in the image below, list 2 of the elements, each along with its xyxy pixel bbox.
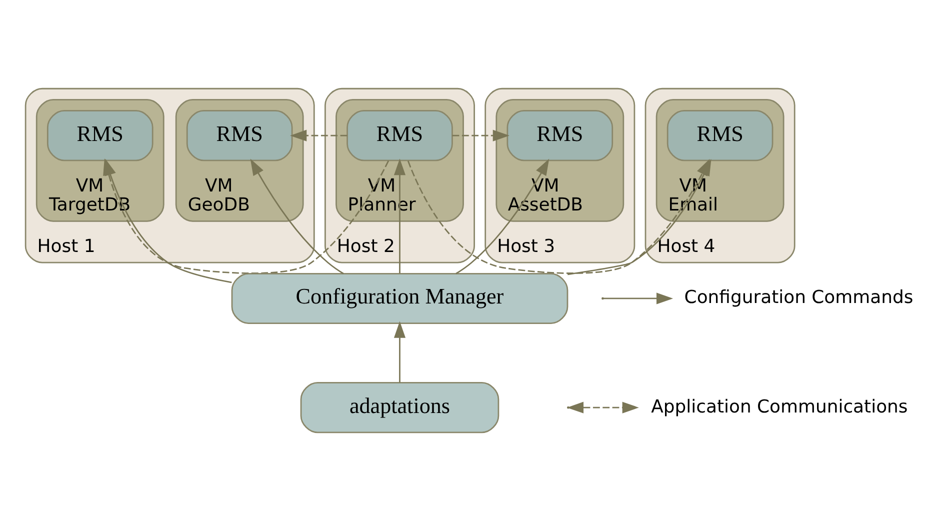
legend-label: Application Communications (650, 396, 908, 417)
legend-label: Configuration Commands (684, 286, 913, 308)
